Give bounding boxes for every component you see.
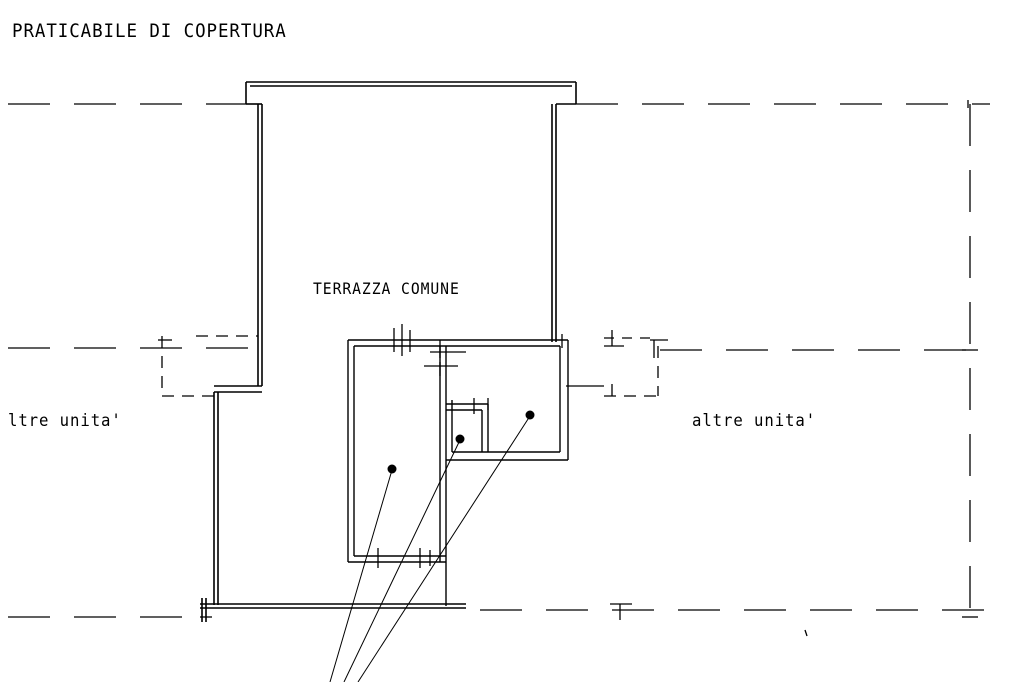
terrace-outline-walls <box>200 81 577 622</box>
leader-dot-1 <box>387 464 397 474</box>
terrace-label: TERRAZZA COMUNE <box>313 279 460 298</box>
drawing-title: PRATICABILE DI COPERTURA <box>12 20 287 42</box>
central-stair-block <box>347 339 569 606</box>
left-dashed-bay <box>161 335 258 397</box>
leader-dot-3 <box>525 410 535 420</box>
dashed-boundary-lines <box>8 103 990 618</box>
right-units-label: altre unita' <box>692 411 817 431</box>
left-units-label: ltre unita' <box>8 411 122 431</box>
tick-marks <box>158 100 978 637</box>
leader-dot-2 <box>455 434 465 444</box>
leader-lines <box>329 415 531 682</box>
